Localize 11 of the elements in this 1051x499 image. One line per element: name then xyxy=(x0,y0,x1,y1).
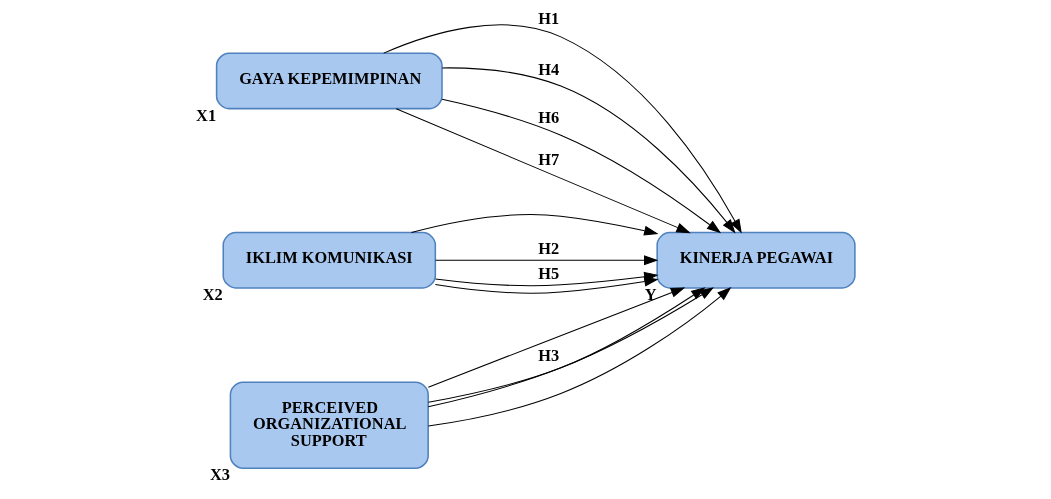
node-label: Y xyxy=(644,285,657,305)
edge-label: H3 xyxy=(538,346,560,366)
node-label: X2 xyxy=(202,285,223,305)
edge-label: H2 xyxy=(538,238,560,258)
node-label: X3 xyxy=(209,465,230,485)
node-label: X1 xyxy=(196,105,217,125)
edge-label: H5 xyxy=(538,263,560,283)
edge-label: H4 xyxy=(538,59,560,79)
edge-label: H1 xyxy=(538,9,560,29)
edge-label: H6 xyxy=(538,107,560,127)
edge-label: H7 xyxy=(538,149,560,169)
